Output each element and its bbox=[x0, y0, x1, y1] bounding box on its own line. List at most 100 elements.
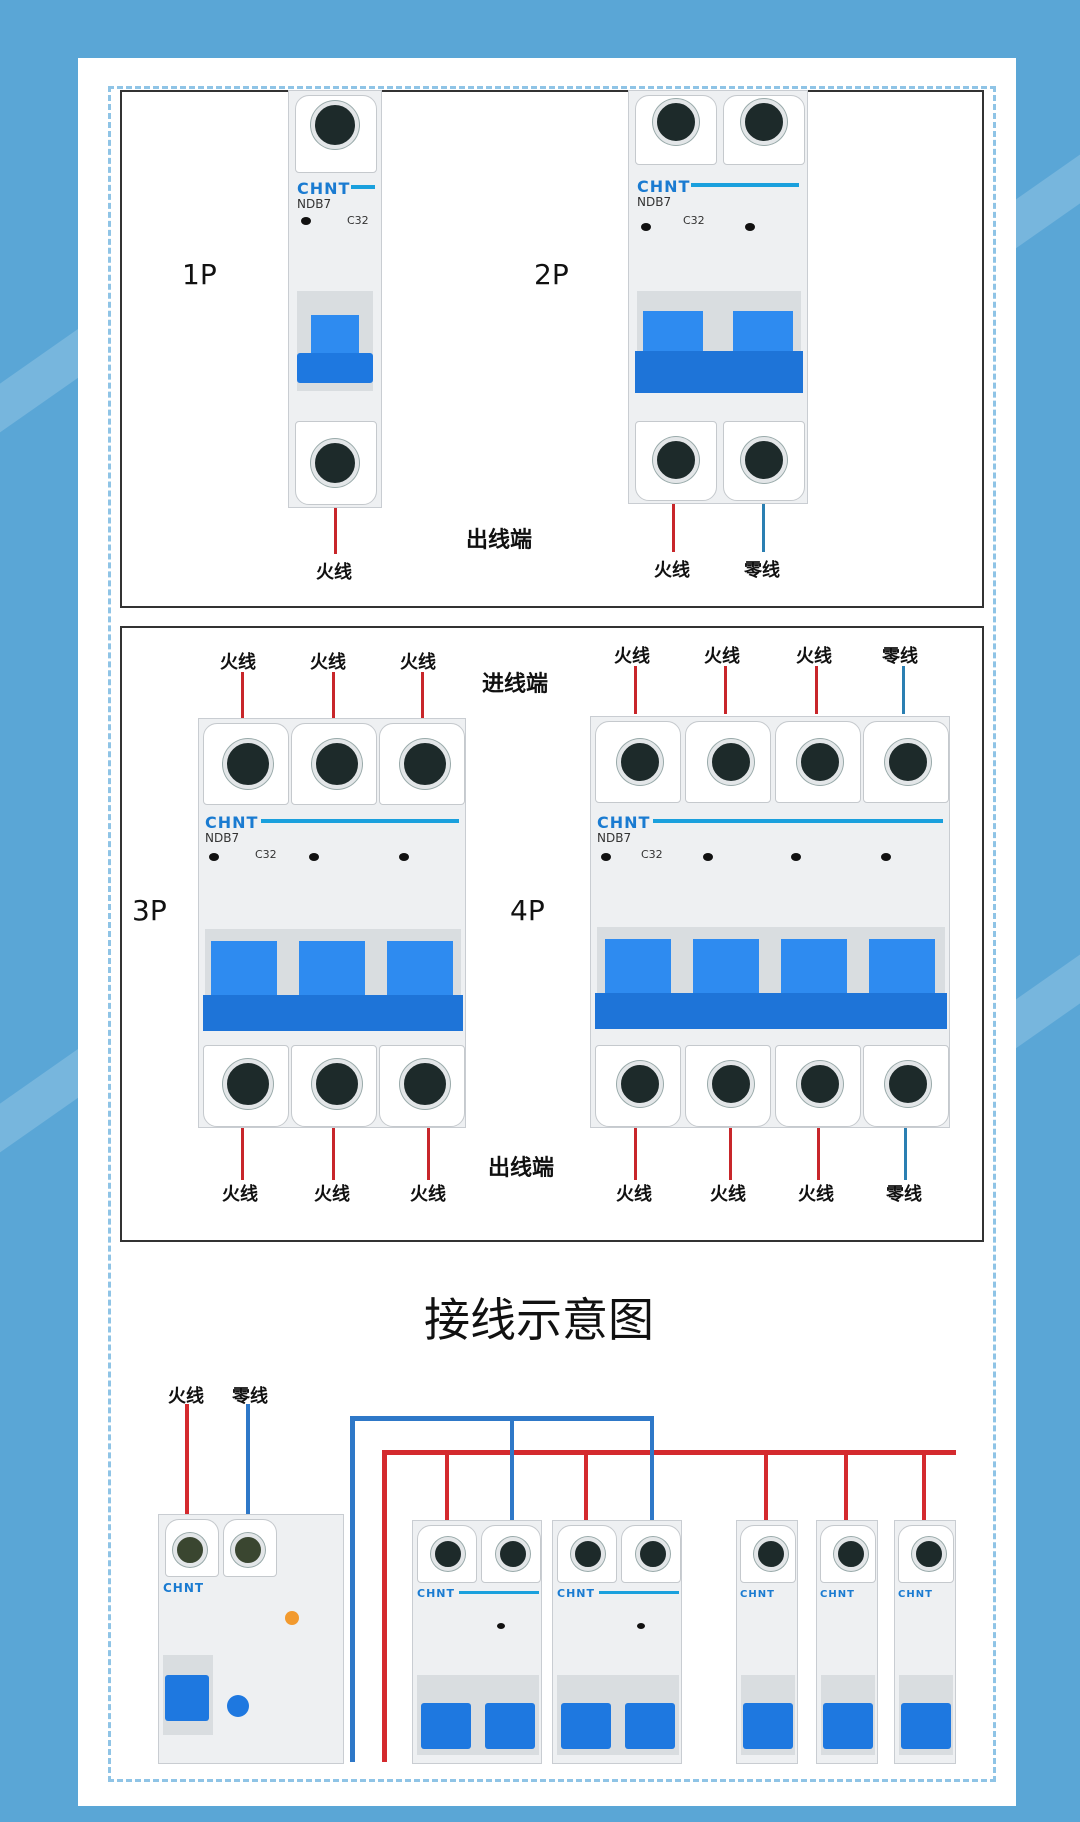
live-wire bbox=[334, 508, 337, 554]
screw-icon bbox=[311, 101, 359, 149]
toggle-lever bbox=[299, 941, 365, 997]
live-drop bbox=[922, 1450, 926, 1522]
live-wire bbox=[634, 666, 637, 714]
branch-breaker-2p: CHNT bbox=[552, 1520, 682, 1764]
brand-stripe bbox=[599, 1591, 679, 1594]
terminal bbox=[621, 1525, 681, 1583]
live-wire bbox=[332, 672, 335, 718]
screw-icon bbox=[231, 1533, 265, 1567]
screw-icon bbox=[912, 1537, 946, 1571]
brand-logo: CHNT bbox=[740, 1589, 775, 1600]
toggle-bar bbox=[595, 993, 947, 1029]
toggle-lever bbox=[743, 1703, 793, 1749]
indicator-dot bbox=[601, 853, 611, 861]
neutral-wire bbox=[246, 1404, 250, 1514]
screw-icon bbox=[312, 739, 362, 789]
live-drop bbox=[445, 1450, 449, 1522]
toggle-lever bbox=[823, 1703, 873, 1749]
brand-logo: CHNT bbox=[417, 1587, 455, 1600]
indicator-dot bbox=[703, 853, 713, 861]
outlet-label: 出线端 bbox=[466, 528, 533, 553]
rating-text: C32 bbox=[641, 848, 663, 861]
diagram-title: 接线示意图 bbox=[424, 1293, 654, 1347]
brand-stripe bbox=[261, 819, 459, 823]
brand-stripe bbox=[351, 185, 375, 189]
toggle-lever bbox=[165, 1675, 209, 1721]
screw-icon bbox=[431, 1537, 465, 1571]
indicator-dot bbox=[301, 217, 311, 225]
toggle-lever bbox=[485, 1703, 535, 1749]
screw-icon bbox=[311, 439, 359, 487]
screw-icon bbox=[312, 1059, 362, 1109]
brand-logo: CHNT bbox=[205, 813, 259, 832]
live-busbar bbox=[382, 1450, 956, 1455]
neutral-drop bbox=[510, 1416, 514, 1522]
toggle-lever bbox=[643, 311, 703, 351]
live-label: 火线 bbox=[314, 1184, 350, 1205]
screw-icon bbox=[885, 1061, 931, 1107]
live-drop bbox=[844, 1450, 848, 1522]
live-wire bbox=[672, 504, 675, 552]
live-wire bbox=[817, 1128, 820, 1180]
indicator-dot bbox=[881, 853, 891, 861]
indicator-dot bbox=[641, 223, 651, 231]
live-wire bbox=[815, 666, 818, 714]
live-wire bbox=[724, 666, 727, 714]
screw-icon bbox=[223, 739, 273, 789]
toggle-lever bbox=[869, 939, 935, 995]
screw-icon bbox=[797, 1061, 843, 1107]
screw-icon bbox=[400, 1059, 450, 1109]
brand-logo: CHNT bbox=[898, 1589, 933, 1600]
panel-1p-2p bbox=[120, 90, 984, 608]
terminal bbox=[740, 1525, 796, 1583]
brand-stripe bbox=[459, 1591, 539, 1594]
live-wire bbox=[241, 1128, 244, 1180]
branch-breaker-1p: CHNT bbox=[816, 1520, 878, 1764]
brand-logo: CHNT bbox=[597, 813, 651, 832]
label-1p: 1P bbox=[182, 258, 217, 291]
neutral-feed bbox=[350, 1416, 355, 1762]
rating-text: C32 bbox=[255, 848, 277, 861]
screw-icon bbox=[653, 99, 699, 145]
screw-icon bbox=[834, 1537, 868, 1571]
neutral-wire bbox=[902, 666, 905, 714]
terminal bbox=[291, 1045, 377, 1127]
live-label: 火线 bbox=[654, 560, 690, 581]
live-label: 火线 bbox=[798, 1184, 834, 1205]
screw-icon bbox=[885, 739, 931, 785]
live-drop bbox=[764, 1450, 768, 1522]
dashed-border bbox=[108, 86, 996, 1782]
toggle-lever bbox=[421, 1703, 471, 1749]
label-3p: 3P bbox=[132, 894, 167, 927]
toggle-lever bbox=[561, 1703, 611, 1749]
screw-icon bbox=[400, 739, 450, 789]
neutral-wire bbox=[762, 504, 765, 552]
live-wire bbox=[421, 672, 424, 718]
neutral-label: 零线 bbox=[232, 1386, 268, 1407]
live-label: 火线 bbox=[710, 1184, 746, 1205]
branch-breaker-2p: CHNT bbox=[412, 1520, 542, 1764]
inlet-label: 进线端 bbox=[482, 672, 549, 697]
live-label: 火线 bbox=[310, 652, 346, 673]
toggle-bar bbox=[203, 995, 463, 1031]
live-label: 火线 bbox=[316, 562, 352, 583]
live-label: 火线 bbox=[220, 652, 256, 673]
brand-stripe bbox=[691, 183, 799, 187]
screw-icon bbox=[708, 739, 754, 785]
live-wire bbox=[427, 1128, 430, 1180]
toggle-bar bbox=[635, 351, 803, 393]
live-wire bbox=[634, 1128, 637, 1180]
live-label: 火线 bbox=[704, 646, 740, 667]
brand-logo: CHNT bbox=[163, 1581, 205, 1595]
neutral-label: 零线 bbox=[744, 560, 780, 581]
brand-logo: CHNT bbox=[820, 1589, 855, 1600]
outlet-label: 出线端 bbox=[488, 1156, 555, 1181]
live-wire bbox=[241, 672, 244, 718]
rating-text: C32 bbox=[683, 214, 705, 227]
rcd-main-switch: CHNT bbox=[158, 1514, 344, 1764]
indicator-dot bbox=[745, 223, 755, 231]
branch-breaker-1p: CHNT bbox=[894, 1520, 956, 1764]
live-wire bbox=[729, 1128, 732, 1180]
toggle-lever bbox=[311, 315, 359, 357]
screw-icon bbox=[636, 1537, 670, 1571]
